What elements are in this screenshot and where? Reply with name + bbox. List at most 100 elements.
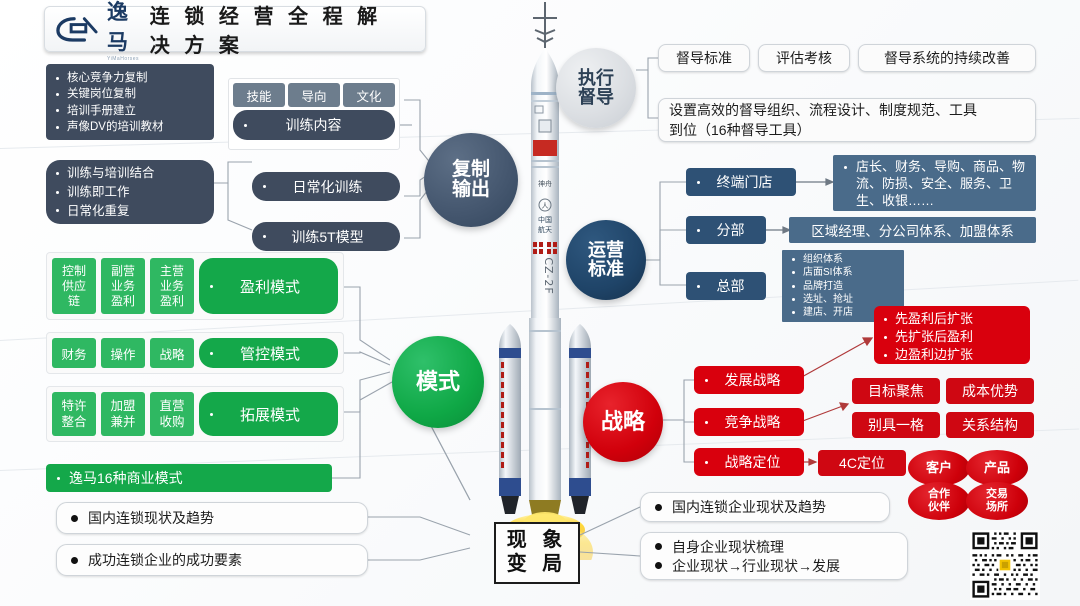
supervision-tag-improvement[interactable]: 督导系统的持续改善 <box>858 44 1036 72</box>
model-tag[interactable]: 财务 <box>52 338 96 368</box>
bullet-icon <box>210 412 213 416</box>
ellipse-line: 客户 <box>925 460 952 476</box>
daily-training-box[interactable]: 日常化训练 <box>252 172 400 201</box>
branch-label: 终端门店 <box>716 174 773 190</box>
model-label-profit[interactable]: 盈利模式 <box>199 258 338 314</box>
supervision-tag-standard[interactable]: 督导标准 <box>658 44 750 72</box>
hub-label: 模式 <box>415 369 460 395</box>
hub-execution-supervision[interactable]: 执行 督导 <box>556 48 636 128</box>
bottom-right-row: 自身企业现状梳理 <box>641 537 907 556</box>
hub-line-2: 变 局 <box>506 553 568 575</box>
competitive-tag-cost[interactable]: 成本优势 <box>946 378 1034 404</box>
training-tag-culture[interactable]: 文化 <box>343 83 395 107</box>
bullet-icon <box>705 460 708 464</box>
tag-line: 收购 <box>159 415 185 429</box>
competitive-tag-relation[interactable]: 关系结构 <box>946 412 1034 438</box>
model-tag[interactable]: 副营 业务 盈利 <box>101 258 145 314</box>
strategy-4c-positioning[interactable]: 4C定位 <box>818 450 906 476</box>
list-item: 店面SI体系 <box>782 266 904 279</box>
hub-replication-output[interactable]: 复制 输出 <box>424 133 518 227</box>
model-tag[interactable]: 主营 业务 盈利 <box>150 258 194 314</box>
bullet-icon <box>844 166 847 169</box>
bullet-icon <box>210 351 213 355</box>
list-item: 组织体系 <box>782 253 904 266</box>
branch-label: 战略定位 <box>724 454 781 470</box>
list-item: 声像DV的培训教材 <box>46 119 214 135</box>
bottom-right-row: 企业现状→行业现状→发展 <box>641 556 907 575</box>
model-tag[interactable]: 控制 供应 链 <box>52 258 96 314</box>
tag-line: 特许 <box>61 398 87 413</box>
list-item: 培训手册建立 <box>46 103 214 119</box>
brand-name-en: YiMaHorses <box>107 56 140 62</box>
model-label: 盈利模式 <box>239 278 300 296</box>
model-summary-box[interactable]: 逸马16种商业模式 <box>46 464 332 492</box>
training-practice-list: 训练与培训结合 训练即工作 日常化重复 <box>46 160 214 224</box>
list-item: 日常化重复 <box>46 202 214 221</box>
model-row-control: 财务 操作 战略 管控模式 <box>46 332 344 374</box>
bottom-left-card-1[interactable]: 国内连锁现状及趋势 <box>56 502 368 534</box>
model-row-expansion: 特许 整合 加盟 兼并 直营 收购 拓展模式 <box>46 386 344 442</box>
bullet-icon <box>697 284 700 288</box>
hub-line-1: 复制 <box>451 159 490 181</box>
model-label-control[interactable]: 管控模式 <box>199 338 338 368</box>
strategy-branch-competitive[interactable]: 竞争战略 <box>694 408 804 436</box>
svg-text:CZ-2F: CZ-2F <box>542 257 555 294</box>
training-tag-direction[interactable]: 导向 <box>288 83 340 107</box>
list-item: 训练即工作 <box>46 183 214 202</box>
bullet-icon <box>697 180 700 184</box>
list-item: 品牌打造 <box>782 280 904 293</box>
bullet-icon <box>71 556 78 564</box>
brand-name-cn: 逸马 <box>107 1 129 54</box>
bottom-right-card-1[interactable]: 国内连锁企业现状及趋势 <box>640 492 890 522</box>
operation-detail-division: 区域经理、分公司体系、加盟体系 <box>789 217 1036 243</box>
list-item: 训练与培训结合 <box>46 164 214 183</box>
svg-text:神舟: 神舟 <box>538 179 552 188</box>
model-label-expansion[interactable]: 拓展模式 <box>199 392 338 436</box>
supervision-detail-box[interactable]: 设置高效的督导组织、流程设计、制度规范、工具 到位（16种督导工具） <box>658 98 1036 142</box>
svg-text:中国: 中国 <box>538 215 552 224</box>
tag-line: 盈利 <box>110 293 135 308</box>
model-summary-label: 逸马16种商业模式 <box>69 470 183 486</box>
tag-line: 整合 <box>61 415 87 429</box>
model-tag[interactable]: 加盟 兼并 <box>101 392 145 436</box>
yima-logo-icon <box>56 17 98 42</box>
model-tag[interactable]: 操作 <box>101 338 145 368</box>
list-item: 关键岗位复制 <box>46 86 214 102</box>
list-item: 选址、抢址 <box>782 293 904 306</box>
ellipse-line: 交易 <box>986 488 1008 501</box>
training-content-frame: 技能 导向 文化 训练内容 <box>228 78 400 150</box>
hub-phenomenon-change[interactable]: 现 象 变 局 <box>494 522 580 584</box>
competitive-tag-unique[interactable]: 别具一格 <box>852 412 940 438</box>
four-c-partner[interactable]: 合作 伙伴 <box>908 482 970 520</box>
four-c-product[interactable]: 产品 <box>966 450 1028 486</box>
list-item: 核心竞争力复制 <box>46 70 214 86</box>
bullet-icon <box>263 235 266 238</box>
bottom-left-card-2[interactable]: 成功连锁企业的成功要素 <box>56 544 368 576</box>
strategy-branch-positioning[interactable]: 战略定位 <box>694 448 804 476</box>
bottom-right-card-2[interactable]: 自身企业现状梳理 企业现状→行业现状→发展 <box>640 532 908 580</box>
model-tag[interactable]: 特许 整合 <box>52 392 96 436</box>
page-title: 连 锁 经 营 全 程 解 决 方 案 <box>149 6 382 57</box>
four-c-customer[interactable]: 客户 <box>908 450 970 486</box>
training-tag-skill[interactable]: 技能 <box>233 83 285 107</box>
bullet-icon <box>655 543 662 550</box>
training-5t-model-box[interactable]: 训练5T模型 <box>252 222 400 251</box>
bullet-icon <box>244 123 247 127</box>
ellipse-line: 场所 <box>986 501 1008 513</box>
strategy-branch-development[interactable]: 发展战略 <box>694 366 804 394</box>
hub-model[interactable]: 模式 <box>392 336 484 428</box>
list-item: 建店、开店 <box>782 306 904 319</box>
hub-operation-standard[interactable]: 运营 标准 <box>566 220 646 300</box>
training-content-box[interactable]: 训练内容 <box>233 110 395 140</box>
qr-code[interactable] <box>970 530 1040 600</box>
operation-branch-division[interactable]: 分部 <box>686 216 766 244</box>
model-tag[interactable]: 直营 收购 <box>150 392 194 436</box>
four-c-venue[interactable]: 交易 场所 <box>966 482 1028 520</box>
hub-strategy[interactable]: 战略 <box>583 382 663 462</box>
operation-branch-hq[interactable]: 总部 <box>686 272 766 300</box>
model-tag[interactable]: 战略 <box>150 338 194 368</box>
competitive-tag-focus[interactable]: 目标聚焦 <box>852 378 940 404</box>
hub-line-2: 督导 <box>578 87 614 107</box>
supervision-tag-assessment[interactable]: 评估考核 <box>758 44 850 72</box>
operation-branch-store[interactable]: 终端门店 <box>686 168 796 196</box>
